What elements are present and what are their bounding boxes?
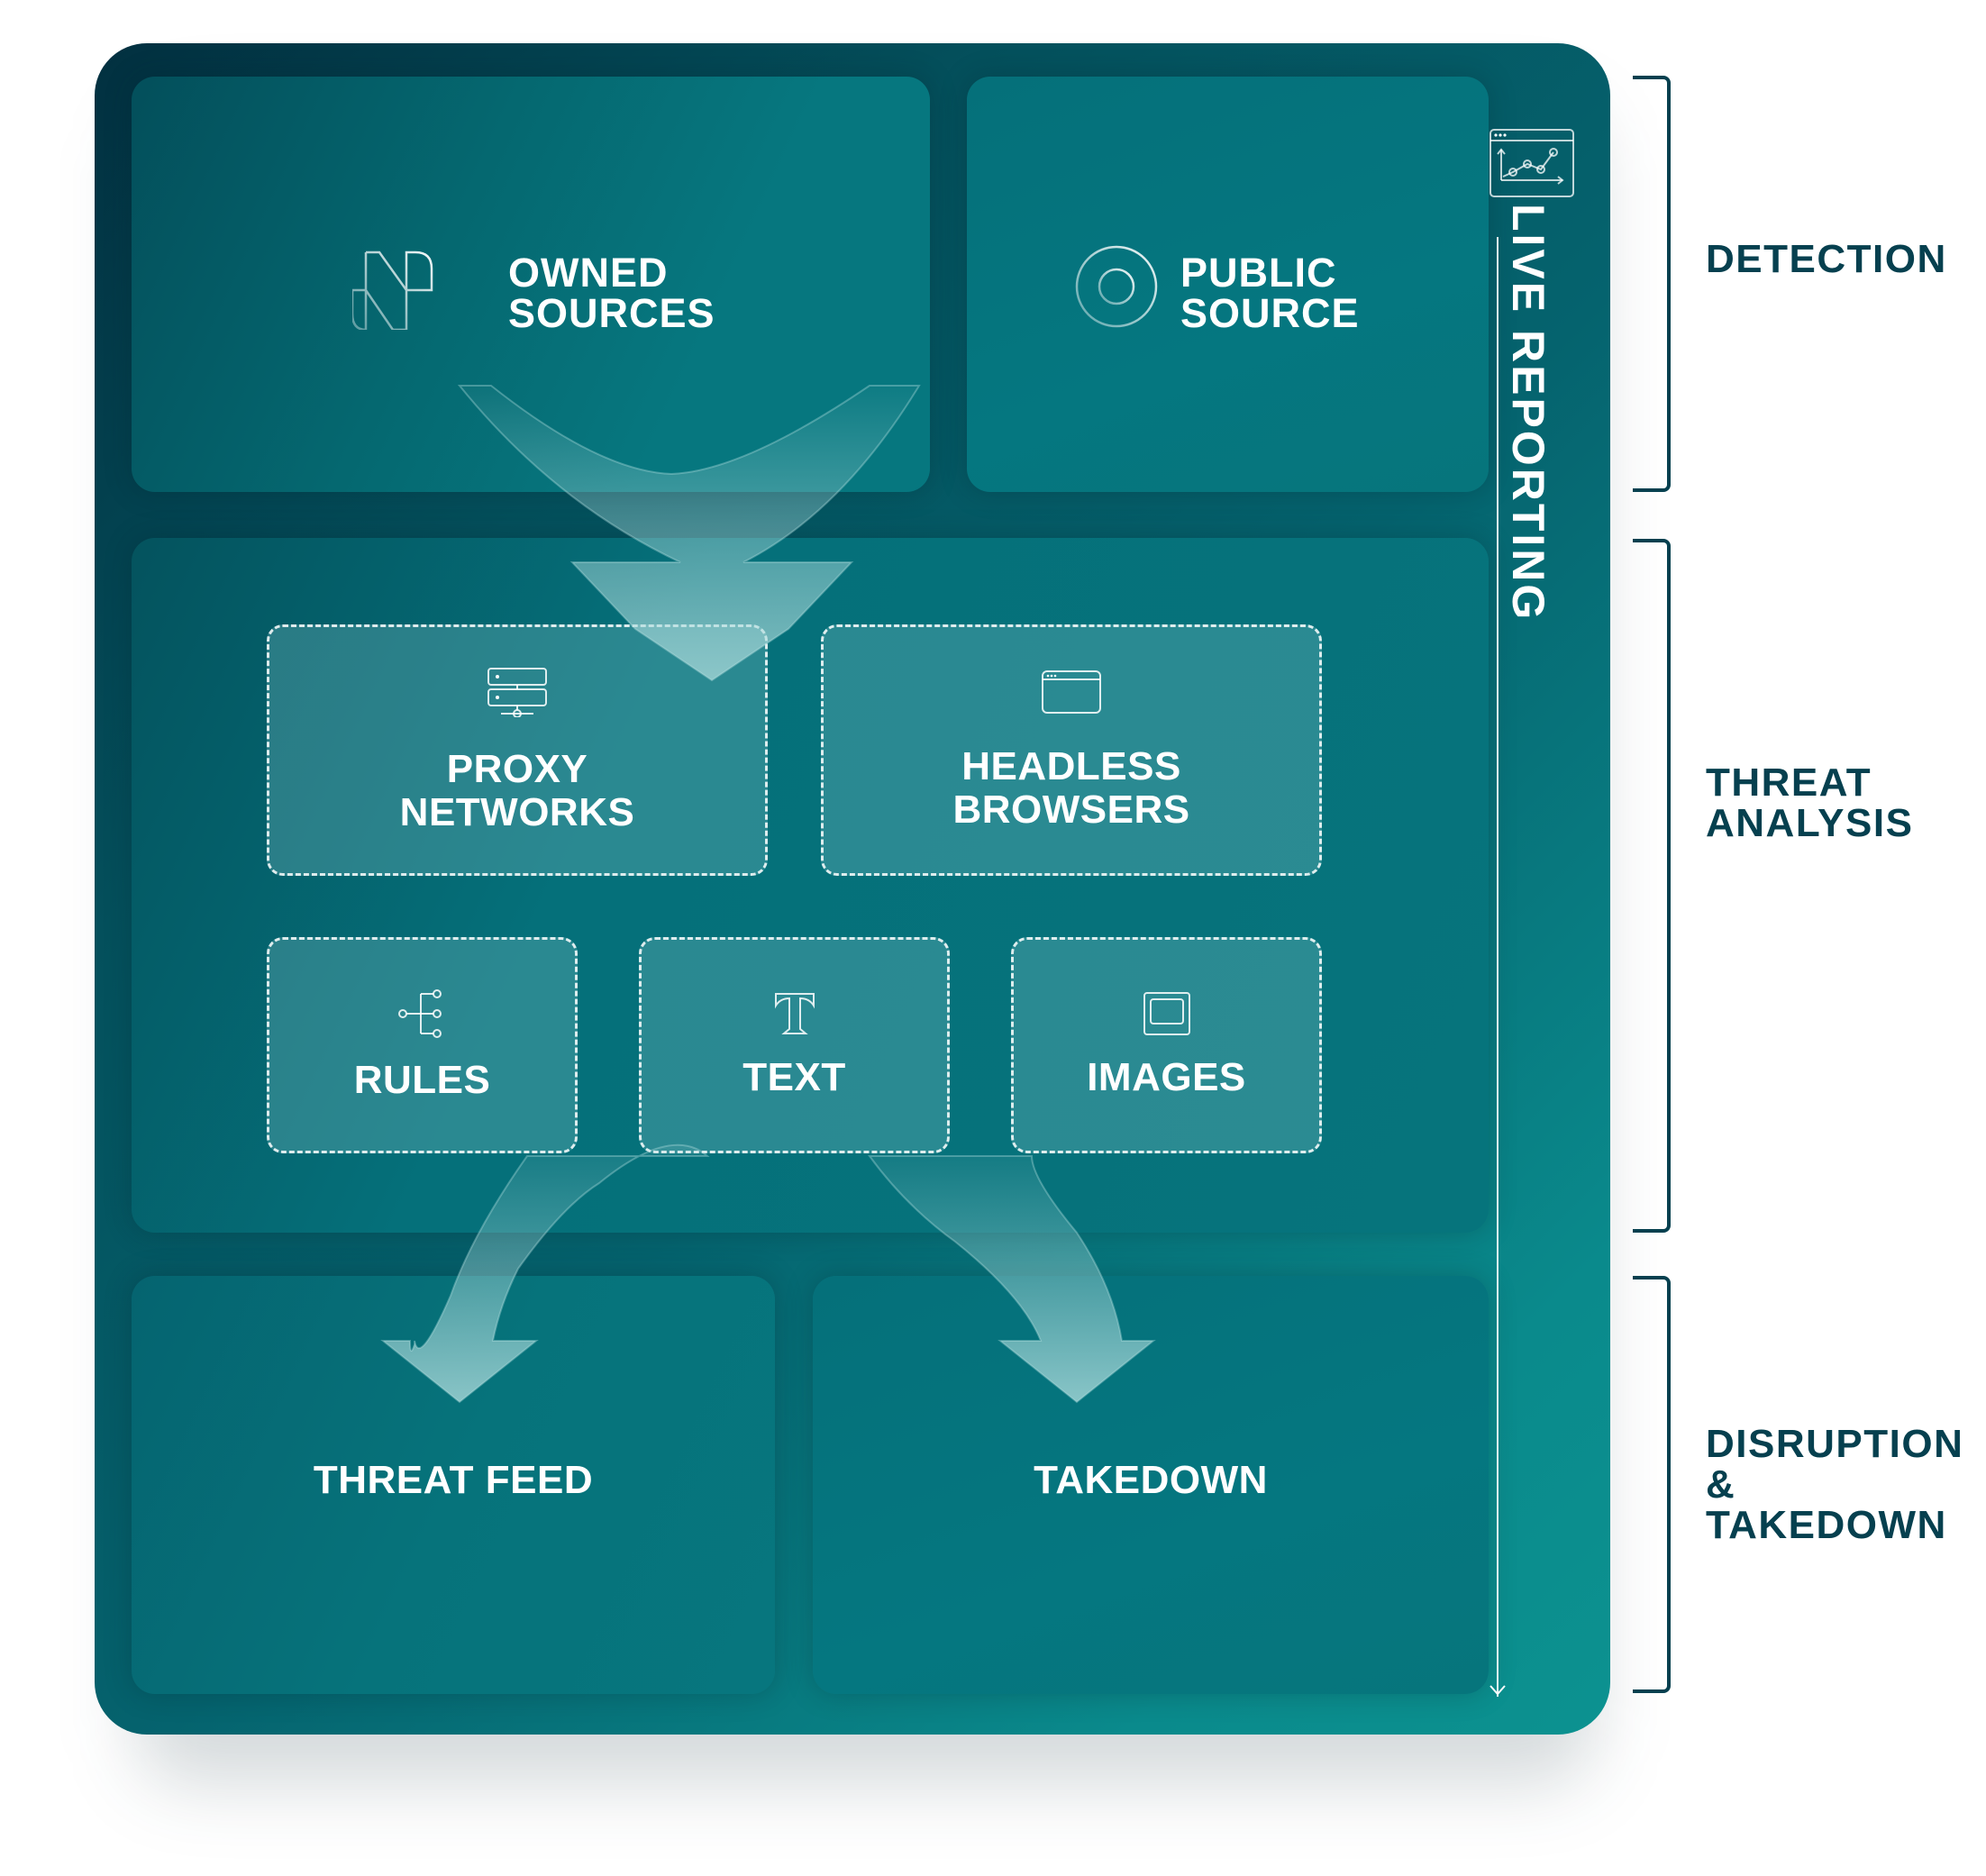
server-network-icon (487, 667, 547, 717)
takedown-box: TAKEDOWN (813, 1276, 1489, 1694)
phase-disruption-takedown: DISRUPTION & TAKEDOWN (1706, 1422, 1964, 1547)
browser-window-icon (1042, 669, 1101, 714)
owned-sources-logo-icon (352, 250, 433, 330)
headless-browsers-label: HEADLESS BROWSERS (952, 743, 1190, 832)
threat-feed-arrow (380, 1143, 710, 1404)
public-source-box: PUBLIC SOURCE (967, 77, 1489, 492)
threat-feed-label: THREAT FEED (313, 1458, 594, 1502)
disruption-bracket (1633, 1276, 1671, 1693)
detection-bracket (1633, 76, 1671, 492)
merge-arrow (457, 385, 921, 682)
images-label: IMAGES (1087, 1055, 1246, 1099)
phase-threat-analysis: THREAT ANALYSIS (1706, 760, 1914, 845)
branch-rules-icon (397, 989, 442, 1038)
phase-detection: DETECTION (1706, 237, 1947, 281)
flow-arrows (380, 385, 1156, 1404)
live-reporting-timeline (1497, 237, 1499, 1697)
text-card: TEXT (639, 937, 950, 1153)
proxy-networks-label: PROXY NETWORKS (399, 746, 635, 834)
threat-analysis-bracket (1633, 539, 1671, 1233)
pipeline-panel: OWNED SOURCES PUBLIC SOURCE (95, 43, 1610, 1735)
target-circle-icon (1075, 245, 1158, 328)
headless-browsers-card: HEADLESS BROWSERS (821, 624, 1322, 876)
live-reporting-label: LIVE REPORTING (1503, 204, 1553, 623)
arrow-down-icon (1490, 1685, 1506, 1696)
text-label: TEXT (742, 1055, 846, 1099)
threat-analysis-box: PROXY NETWORKS HEADLESS BROWSERS (132, 538, 1489, 1233)
takedown-label: TAKEDOWN (1034, 1458, 1268, 1502)
rules-card: RULES (267, 937, 578, 1153)
rules-label: RULES (353, 1058, 491, 1102)
images-card: IMAGES (1011, 937, 1322, 1153)
public-source-label: PUBLIC SOURCE (1180, 250, 1360, 336)
owned-sources-box: OWNED SOURCES (132, 77, 930, 492)
text-t-icon (774, 993, 815, 1034)
owned-sources-label: OWNED SOURCES (508, 250, 715, 336)
chart-dashboard-icon (1490, 129, 1574, 197)
takedown-arrow (868, 1155, 1156, 1404)
proxy-networks-card: PROXY NETWORKS (267, 624, 768, 876)
image-frame-icon (1143, 992, 1190, 1035)
